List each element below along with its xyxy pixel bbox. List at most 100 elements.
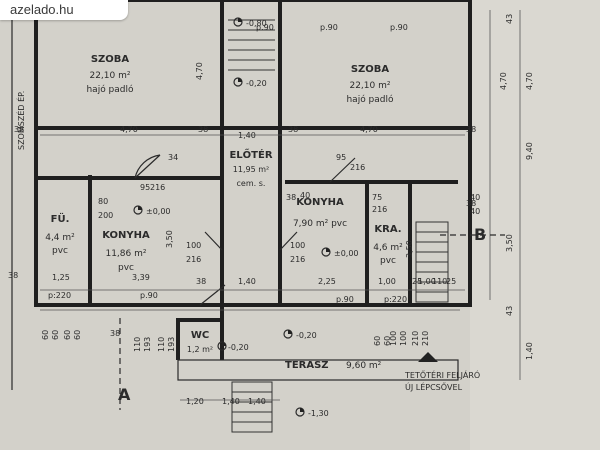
watermark-badge: azelado.hu — [0, 0, 128, 20]
dim-label: 110 — [432, 277, 447, 286]
dim-label: 9,40 — [525, 142, 534, 160]
dim-label: 1,40 — [525, 342, 534, 360]
dim-label: 60 — [373, 336, 382, 346]
room-area: 22,10 m² — [349, 81, 390, 91]
level-label: -0,20 — [228, 343, 249, 352]
dim-label: p:220 — [384, 295, 407, 304]
dim-label: 1,00 — [418, 277, 436, 286]
dim-label: 100 — [290, 241, 305, 250]
dim-label: 60 — [73, 330, 82, 340]
dim-label: 3,39 — [132, 273, 150, 282]
dim-label: 3,50 — [405, 240, 414, 258]
room-konyha-left: KONYHA 11,86 m² pvc — [102, 230, 150, 273]
dim-label: 216 — [372, 205, 387, 214]
room-name: KONYHA — [296, 197, 344, 208]
terrace-edge — [177, 359, 459, 381]
dim-label: 1,40 — [238, 277, 256, 286]
room-area: 4,6 m² — [373, 243, 403, 253]
dim-label: 110 — [133, 337, 142, 352]
dim-label: p.90 — [336, 295, 354, 304]
dim-label: 38 — [198, 125, 208, 134]
dim-label: p:220 — [48, 291, 71, 300]
section-marks — [119, 234, 505, 410]
dim-label: 210 — [411, 331, 420, 346]
dim-label: 1,40 — [248, 397, 266, 406]
dim-label: 95 — [336, 153, 346, 162]
watermark-text: azelado.hu — [10, 2, 74, 17]
room-eloter: ELŐTÉR 11,95 m² cem. s. — [229, 147, 272, 188]
level-label: ±0,00 — [146, 207, 171, 216]
room-kra: KRA. 4,6 m² pvc — [373, 224, 403, 266]
room-name: KRA. — [374, 224, 401, 235]
dim-label: 38 — [196, 277, 206, 286]
dim-label: 40 — [470, 207, 480, 216]
paper-margin — [470, 0, 600, 450]
entry-stair — [228, 19, 275, 71]
room-name: FÜ. — [51, 211, 70, 225]
room-szoba-right: SZOBA 22,10 m² hajó padló — [346, 64, 394, 105]
level-markers: -0,80 -0,20 ±0,00 ±0,00 -0,20 -0,20 -1,3… — [133, 17, 359, 418]
outer-walls — [34, 0, 472, 307]
dim-label: 38 — [466, 125, 476, 134]
dim-label: 60 — [63, 330, 72, 340]
room-floor: hajó padló — [86, 84, 134, 95]
dim-label: 4,70 — [499, 72, 508, 90]
level-label: -0,20 — [246, 79, 267, 88]
dim-label: 3,50 — [505, 234, 514, 252]
room-area: 1,2 m² — [187, 345, 213, 354]
attic-stair — [415, 221, 449, 303]
level-label: ±0,00 — [334, 249, 359, 258]
room-name: KONYHA — [102, 230, 150, 241]
dim-label: 193 — [143, 337, 152, 352]
dim-label: 60 — [51, 330, 60, 340]
stair-note-2: ÚJ LÉPCSŐVEL — [405, 381, 463, 392]
dim-label: 216 — [186, 255, 201, 264]
dim-label: 25 — [412, 277, 422, 286]
dim-label: 80 — [98, 197, 108, 206]
dim-label: 95 — [140, 183, 150, 192]
room-name: WC — [191, 330, 209, 341]
room-area: 11,86 m² — [105, 249, 146, 259]
room-area: 7,90 m² pvc — [293, 219, 347, 229]
dim-label: 100 — [399, 331, 408, 346]
room-floor: pvc — [118, 263, 134, 273]
dim-label: p.90 — [390, 23, 408, 32]
room-konyha-right: KONYHA 7,90 m² pvc — [293, 197, 347, 229]
dim-label: 1,20 — [186, 397, 204, 406]
dim-label: 100 — [389, 331, 398, 346]
dim-label: p.90 — [140, 291, 158, 300]
room-wc: WC 1,2 m² — [187, 330, 213, 354]
dim-label: 75 — [372, 193, 382, 202]
level-label: -0,80 — [246, 19, 267, 28]
dim-label: 193 — [167, 337, 176, 352]
room-floor: pvc — [52, 246, 68, 256]
dim-label: p.90 — [256, 23, 274, 32]
dim-label: 216 — [290, 255, 305, 264]
room-floor: pvc — [380, 256, 396, 266]
room-fu: FÜ. 4,4 m² pvc — [45, 211, 75, 256]
dim-label: 110 — [157, 337, 166, 352]
stair-arrow-icon — [418, 352, 438, 362]
dim-label: 4,70 — [360, 125, 378, 134]
section-b: B — [474, 225, 486, 244]
room-terasz: TERASZ 9,60 m² — [285, 360, 382, 371]
dim-label: 60 — [383, 336, 392, 346]
level-label: -1,30 — [308, 409, 329, 418]
dim-label: 1,40 — [238, 131, 256, 140]
dim-label: 1,25 — [52, 273, 70, 282]
dim-label: 38 — [288, 125, 298, 134]
dim-label: 38 — [466, 199, 476, 208]
room-name: SZOBA — [351, 64, 390, 75]
dim-label: 2,25 — [318, 277, 336, 286]
room-szoba-left: SZOBA 22,10 m² hajó padló — [86, 54, 134, 95]
room-floor: hajó padló — [346, 94, 394, 105]
dim-label: 43 — [505, 306, 514, 316]
room-area: 9,60 m² — [346, 361, 382, 371]
dimension-labels: 4,70 4,70 4,70 4,70 38 38 38 38 38 38 38… — [8, 14, 534, 406]
room-floor: cem. s. — [237, 179, 266, 188]
dim-label: 25 — [446, 277, 456, 286]
dim-label: 100 — [186, 241, 201, 250]
stair-note-1: TETŐTÉRI FELJÁRÓ — [404, 369, 480, 380]
room-name: TERASZ — [285, 360, 329, 371]
